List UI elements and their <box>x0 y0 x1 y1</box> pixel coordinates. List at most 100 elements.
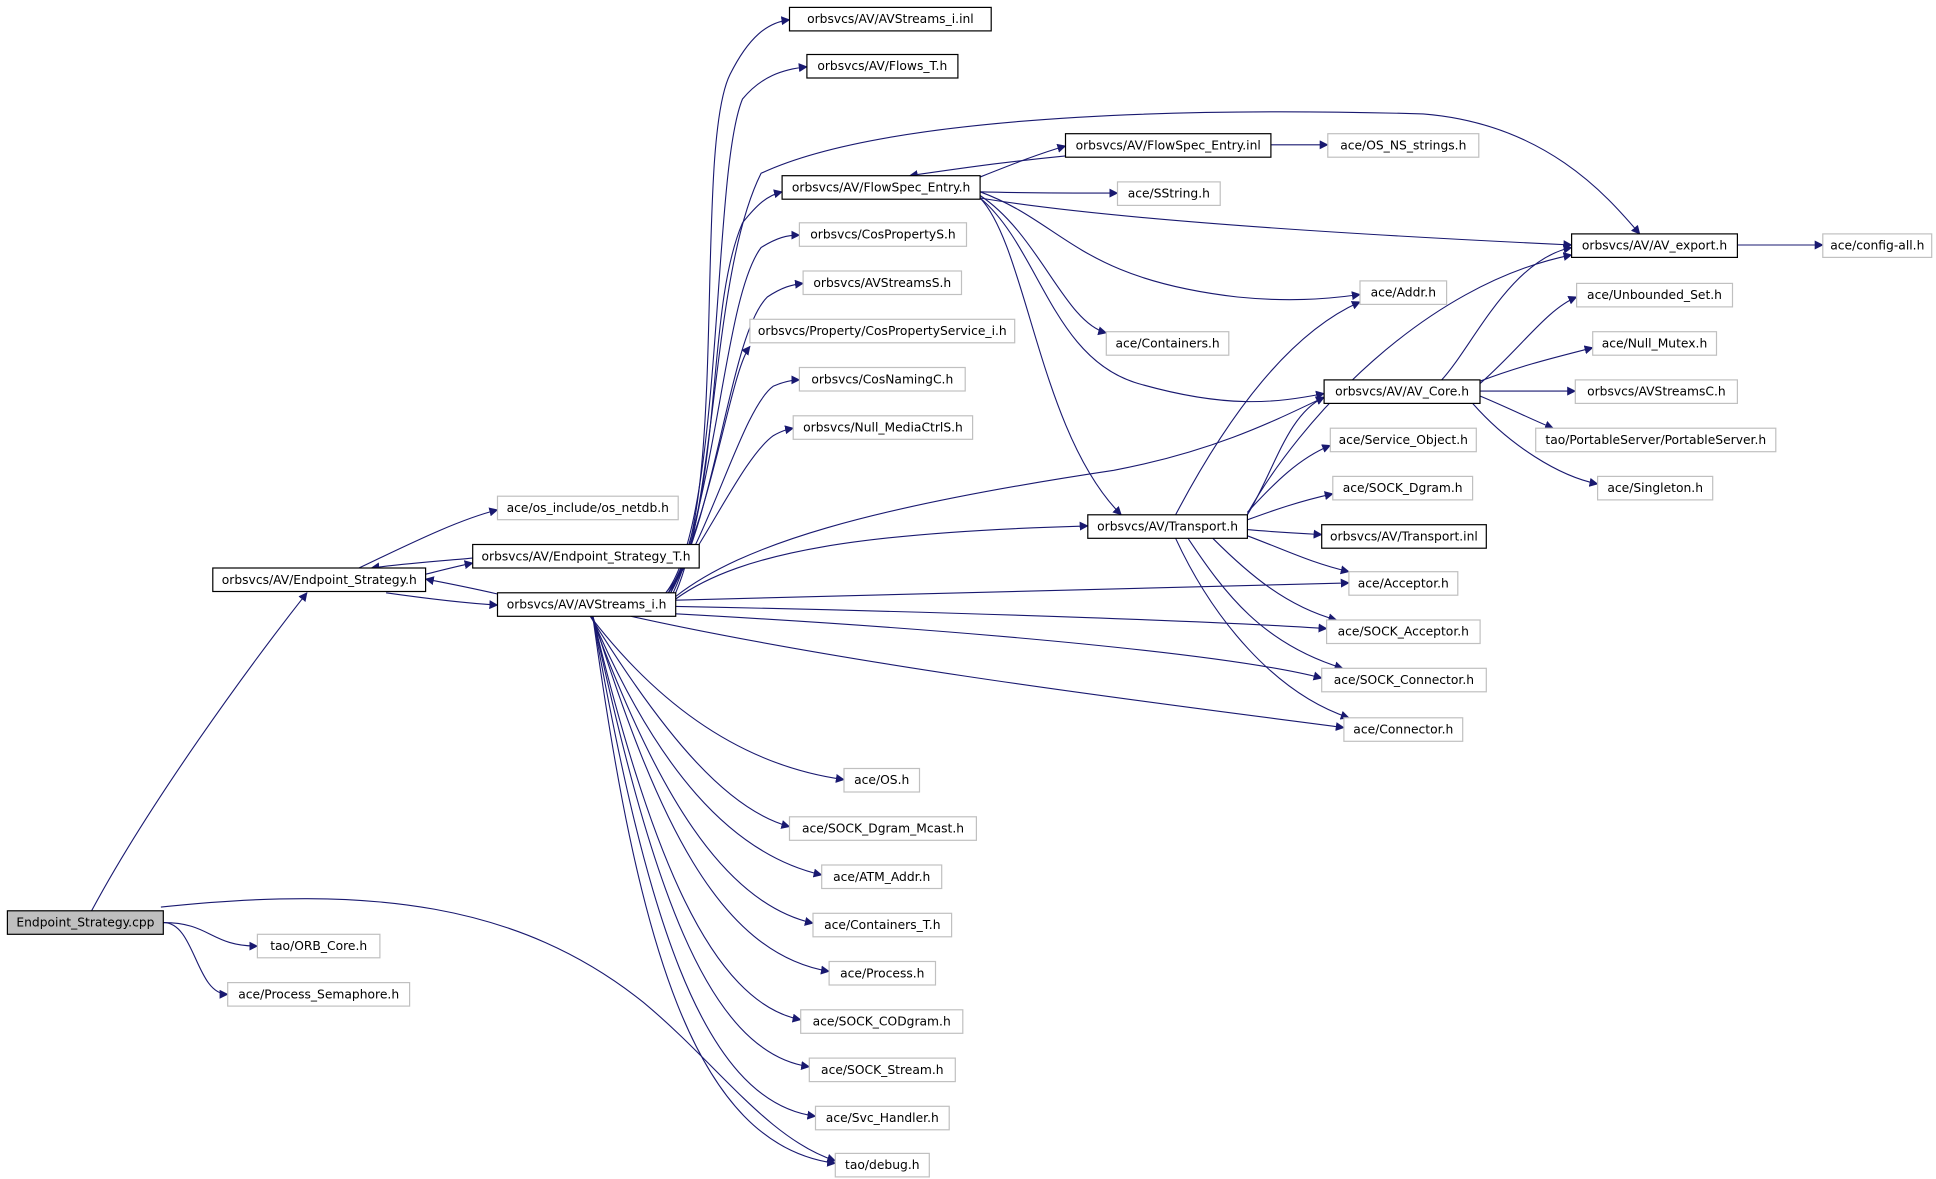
edge-transport-to-connector <box>1175 538 1350 720</box>
node-es-t[interactable]: orbsvcs/AV/Endpoint_Strategy_T.h <box>472 543 700 569</box>
node-box <box>828 960 937 986</box>
edge-av_core-to-singleton <box>1472 403 1599 487</box>
node-acceptor: ace/Acceptor.h <box>1348 571 1459 596</box>
node-label: orbsvcs/AV/AV_Core.h <box>1335 385 1469 399</box>
node-label: Endpoint_Strategy.cpp <box>16 916 154 930</box>
node-es-h[interactable]: orbsvcs/AV/Endpoint_Strategy.h <box>212 567 427 593</box>
node-box <box>1105 331 1230 356</box>
node-label: ace/SOCK_Stream.h <box>821 1063 943 1077</box>
edge-es_h-to-avs_i <box>386 592 499 610</box>
node-transport-inl[interactable]: orbsvcs/AV/Transport.inl <box>1321 524 1487 549</box>
node-label: orbsvcs/Null_MediaCtrlS.h <box>803 421 963 435</box>
edge-avs_i-to-codgram <box>592 616 802 1023</box>
node-box <box>812 912 953 938</box>
edges-layer <box>91 16 1824 1167</box>
node-box <box>1332 475 1474 501</box>
edge-root-to-debug <box>160 898 837 1163</box>
node-label: orbsvcs/AV/Endpoint_Strategy_T.h <box>481 549 690 563</box>
node-sock-dgram: ace/SOCK_Dgram.h <box>1332 475 1474 501</box>
node-label: ace/SOCK_CODgram.h <box>813 1015 951 1029</box>
node-label: ace/Unbounded_Set.h <box>1587 288 1722 302</box>
node-label: ace/SString.h <box>1128 187 1210 201</box>
node-sock-connector: ace/SOCK_Connector.h <box>1321 667 1487 693</box>
node-label: orbsvcs/AV/Flows_T.h <box>817 59 947 73</box>
node-box <box>798 222 968 247</box>
node-tao-orb: tao/ORB_Core.h <box>256 933 381 959</box>
node-box <box>1321 524 1487 549</box>
edge-transport-to-transport_inl <box>1247 529 1323 539</box>
edge-avs_i-to-av_core <box>675 396 1325 597</box>
edge-avs_i-to-process <box>592 616 830 975</box>
node-box <box>1535 427 1777 453</box>
node-sstring: ace/SString.h <box>1116 181 1221 206</box>
edge-flowspec-to-av_core <box>979 197 1325 403</box>
edge-avs_i-to-cosprop <box>670 230 801 594</box>
node-box <box>6 910 164 935</box>
edge-avs_i-to-avs_inl <box>667 16 791 594</box>
node-box <box>788 6 992 32</box>
node-label: orbsvcs/AV/FlowSpec_Entry.h <box>792 181 970 195</box>
node-label: ace/Process.h <box>840 966 924 980</box>
edge-es_h-to-es_t <box>425 560 474 575</box>
edge-transport-to-sock_acceptor <box>1212 537 1338 623</box>
node-avs-i[interactable]: orbsvcs/AV/AVStreams_i.h <box>496 592 677 617</box>
node-flows-t[interactable]: orbsvcs/AV/Flows_T.h <box>806 53 959 79</box>
node-av-core[interactable]: orbsvcs/AV/AV_Core.h <box>1323 379 1481 404</box>
node-label: ace/SOCK_Dgram.h <box>1343 481 1463 495</box>
node-connector: ace/Connector.h <box>1343 717 1464 742</box>
edge-avs_i-to-acceptor <box>675 578 1350 601</box>
node-av-export[interactable]: orbsvcs/AV/AV_export.h <box>1570 233 1738 258</box>
node-label: orbsvcs/AV/AVStreams_i.h <box>507 598 667 612</box>
node-box <box>1325 619 1481 645</box>
edge-transport-to-addr <box>1175 301 1361 516</box>
edge-root-to-es_h <box>91 592 308 912</box>
node-transport[interactable]: orbsvcs/AV/Transport.h <box>1087 514 1249 539</box>
edge-transport-to-acceptor <box>1247 535 1350 575</box>
edge-av_core-to-unbounded <box>1479 295 1578 385</box>
node-cospropserv: orbsvcs/Property/CosPropertyService_i.h <box>749 318 1016 344</box>
node-process: ace/Process.h <box>828 960 937 986</box>
node-unbounded: ace/Unbounded_Set.h <box>1575 282 1734 308</box>
node-box <box>1321 667 1487 693</box>
node-box <box>1348 571 1459 596</box>
edge-avs_i-to-ace_os <box>589 615 845 783</box>
edge-avs_i-to-sock_stream <box>592 616 811 1070</box>
node-root[interactable]: Endpoint_Strategy.cpp <box>6 910 164 935</box>
node-label: orbsvcs/AV/Endpoint_Strategy.h <box>222 573 417 587</box>
node-box <box>788 816 977 841</box>
node-avs-inl[interactable]: orbsvcs/AV/AVStreams_i.inl <box>788 6 992 32</box>
edge-avs_i-to-debug <box>592 616 837 1167</box>
edge-flowspec-to-containers <box>979 195 1108 336</box>
node-box <box>496 495 679 521</box>
node-ace-procsem: ace/Process_Semaphore.h <box>227 981 411 1007</box>
node-singleton: ace/Singleton.h <box>1596 475 1714 501</box>
node-box <box>1822 233 1933 258</box>
node-nullmutex: ace/Null_Mutex.h <box>1592 331 1718 356</box>
edge-root-to-tao_orb <box>163 922 259 951</box>
node-label: ace/ATM_Addr.h <box>833 870 930 884</box>
node-portable: tao/PortableServer/PortableServer.h <box>1535 427 1777 453</box>
node-atm-addr: ace/ATM_Addr.h <box>821 864 943 890</box>
node-label: ace/Addr.h <box>1371 286 1436 300</box>
node-box <box>821 864 943 890</box>
node-label: ace/config-all.h <box>1830 239 1924 253</box>
node-config-all: ace/config-all.h <box>1822 233 1933 258</box>
node-avstreams-c: orbsvcs/AVStreamsC.h <box>1574 379 1739 404</box>
edge-avs_i-to-svc_handler <box>592 616 817 1120</box>
edge-avs_i-to-flows_t <box>665 63 808 594</box>
edge-transport-to-sock_dgram <box>1247 491 1334 521</box>
nodes-layer: Endpoint_Strategy.cpp orbsvcs/AV/Endpoint… <box>6 6 1933 1178</box>
edge-transport-to-sock_connector <box>1187 537 1344 671</box>
edge-flowspec-to-sstring <box>980 188 1119 198</box>
node-label: ace/Containers.h <box>1115 336 1219 350</box>
edge-transport-to-service_obj <box>1246 444 1332 513</box>
node-label: orbsvcs/CosPropertyS.h <box>810 228 955 242</box>
node-box <box>1327 133 1480 158</box>
node-sock-stream: ace/SOCK_Stream.h <box>808 1057 956 1083</box>
node-flowspec-inl[interactable]: orbsvcs/AV/FlowSpec_Entry.inl <box>1064 133 1272 158</box>
node-label: ace/Singleton.h <box>1607 481 1703 495</box>
node-label: orbsvcs/AVStreamsS.h <box>813 276 951 290</box>
node-flowspec[interactable]: orbsvcs/AV/FlowSpec_Entry.h <box>781 175 981 200</box>
node-label: ace/Acceptor.h <box>1358 577 1449 591</box>
